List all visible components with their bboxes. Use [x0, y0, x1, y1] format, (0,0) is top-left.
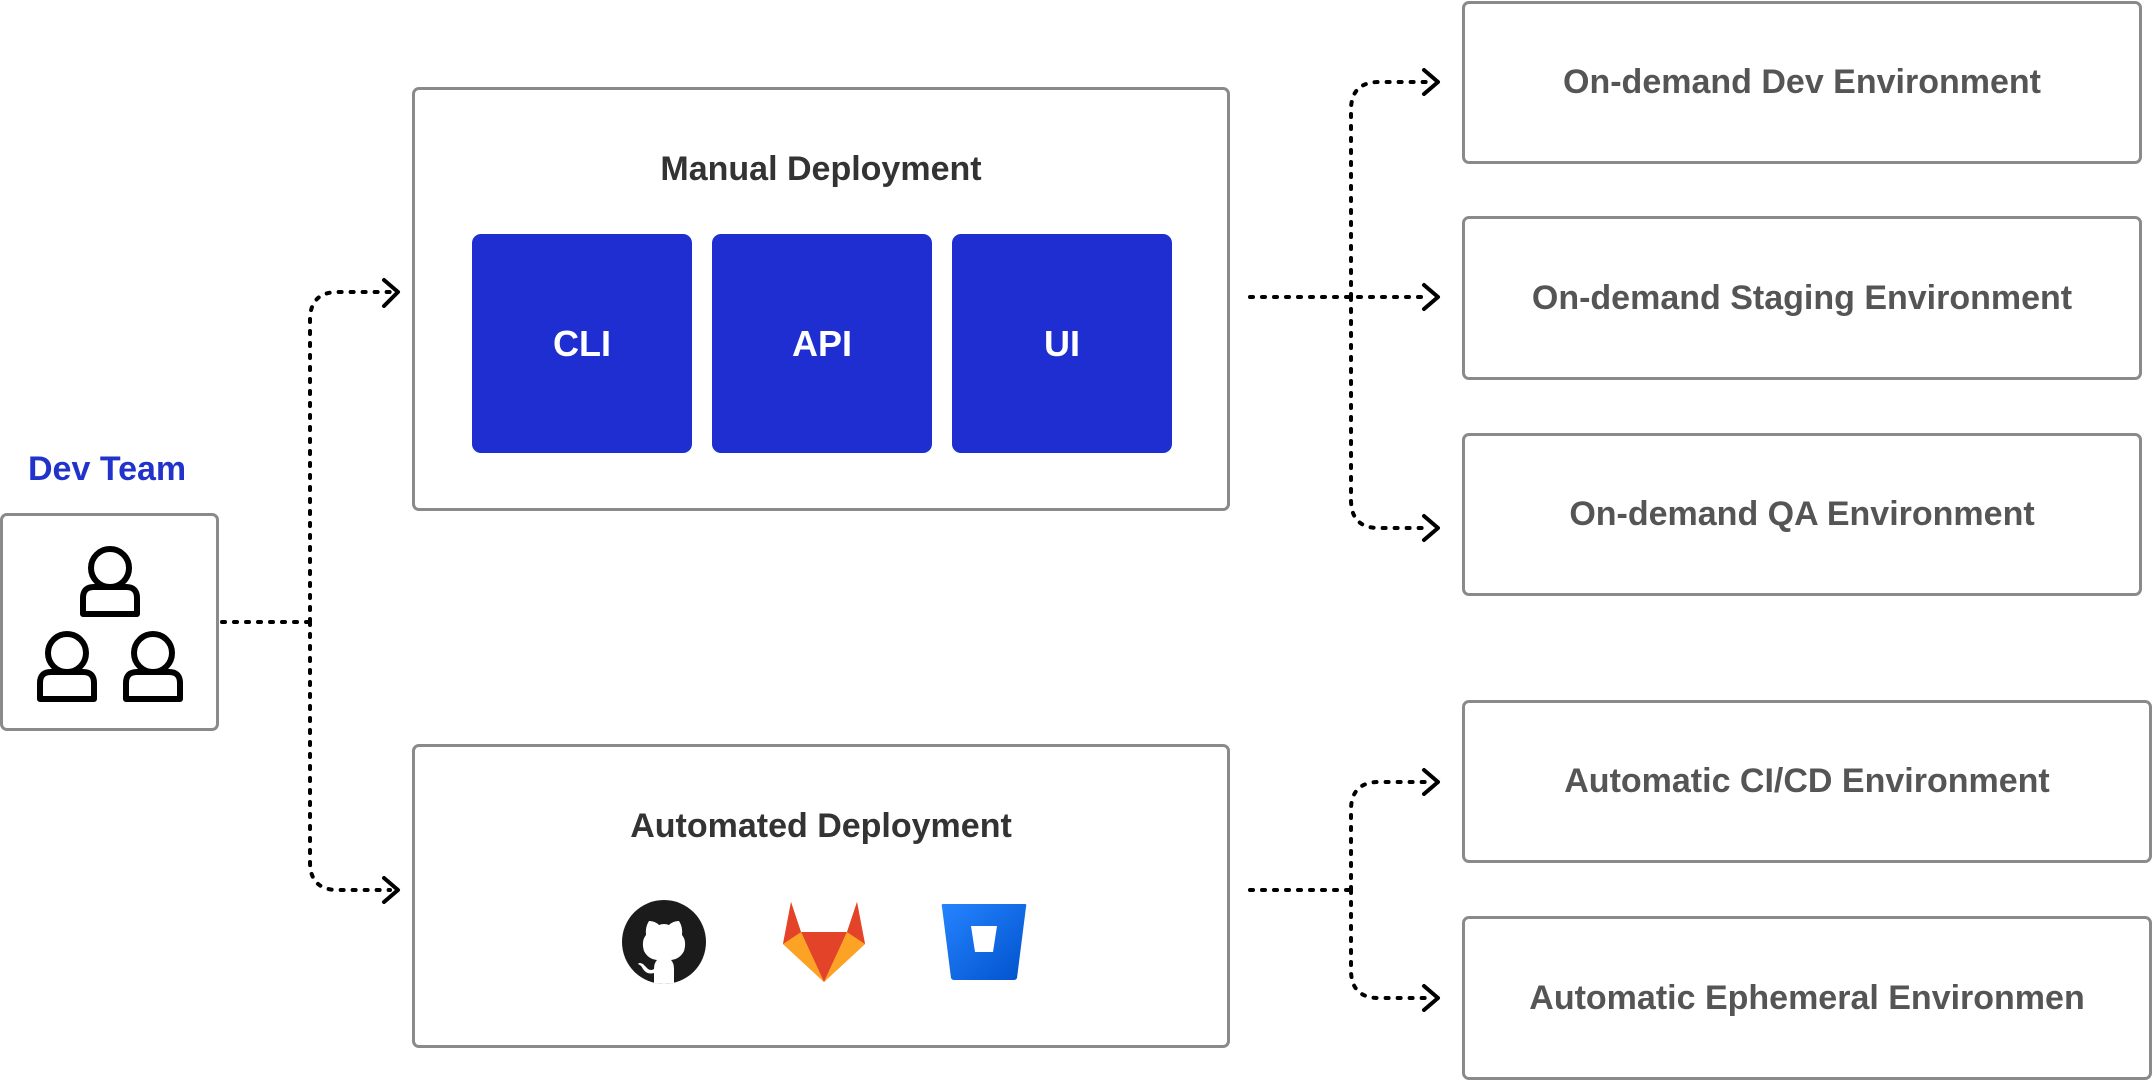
arrowhead-dev-env: [1422, 68, 1440, 96]
connector-manual-dev: [1349, 80, 1432, 299]
arrowhead-staging-env: [1422, 283, 1440, 311]
arrowhead-qa-env: [1422, 514, 1440, 542]
connector-automated-ephemeral: [1349, 888, 1432, 1000]
github-icon: [622, 900, 706, 984]
dev-team-label: Dev Team: [28, 450, 187, 488]
connector-trunk-automated: [308, 620, 392, 892]
env-automatic-ephemeral[interactable]: Automatic Ephemeral Environmen: [1462, 916, 2152, 1080]
automated-deployment-title: Automated Deployment: [630, 807, 1012, 845]
users-group-icon: [37, 546, 183, 702]
bitbucket-icon: [941, 904, 1027, 980]
cli-tile[interactable]: CLI: [472, 234, 692, 453]
ui-tile[interactable]: UI: [952, 234, 1172, 453]
dev-team-box: [0, 513, 219, 731]
env-ondemand-staging[interactable]: On-demand Staging Environment: [1462, 216, 2142, 380]
arrowhead-automated: [382, 876, 400, 904]
connector-manual-qa: [1349, 295, 1432, 530]
gitlab-icon: [783, 902, 865, 982]
connector-automated-cicd: [1349, 780, 1432, 892]
env-ondemand-dev[interactable]: On-demand Dev Environment: [1462, 1, 2142, 164]
connector-trunk-manual: [308, 290, 392, 624]
manual-deployment-title: Manual Deployment: [660, 150, 982, 188]
arrowhead-cicd-env: [1422, 768, 1440, 796]
automated-deployment-box: Automated Deployment: [412, 744, 1230, 1048]
arrowhead-ephemeral-env: [1422, 984, 1440, 1012]
manual-deployment-box: Manual Deployment CLI API UI: [412, 87, 1230, 511]
env-automatic-cicd[interactable]: Automatic CI/CD Environment: [1462, 700, 2152, 863]
env-ondemand-qa[interactable]: On-demand QA Environment: [1462, 433, 2142, 596]
api-tile[interactable]: API: [712, 234, 932, 453]
arrowhead-manual: [382, 278, 400, 308]
